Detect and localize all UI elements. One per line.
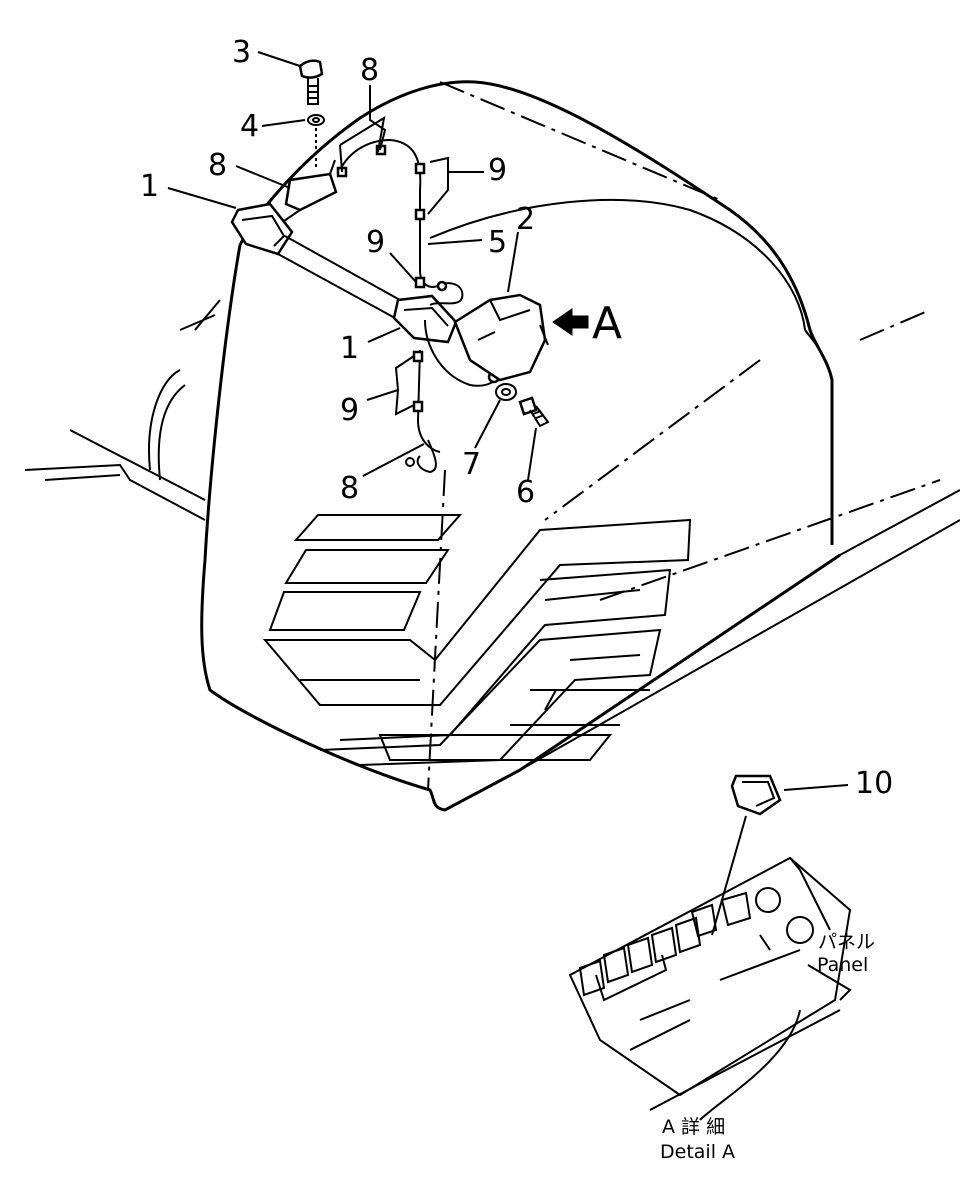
label-part-1-upper: 1 bbox=[140, 169, 159, 204]
rocker-switch-10 bbox=[711, 774, 849, 936]
label-part-8-bottom: 8 bbox=[340, 471, 359, 506]
callout-labels: 3 8 4 8 1 9 2 9 5 A 1 9 7 8 6 10 bbox=[140, 35, 893, 801]
caption-detail-jp: A 詳 細 bbox=[662, 1116, 725, 1138]
captions: パネル Panel A 詳 細 Detail A bbox=[660, 931, 875, 1163]
label-part-2: 2 bbox=[516, 202, 535, 237]
label-part-5: 5 bbox=[488, 225, 507, 260]
label-part-9-top: 9 bbox=[488, 153, 507, 188]
label-part-10: 10 bbox=[855, 766, 893, 801]
stripe-decal bbox=[262, 514, 692, 766]
lamp-bar bbox=[277, 235, 401, 319]
instrument-panel bbox=[568, 856, 852, 1121]
label-part-8-mid: 8 bbox=[208, 148, 227, 183]
label-view-arrow-a: A bbox=[592, 298, 622, 349]
label-part-7: 7 bbox=[462, 447, 481, 482]
lamp-1-lower bbox=[392, 294, 458, 344]
screw-6 bbox=[518, 396, 550, 428]
cab-body bbox=[24, 80, 960, 812]
label-part-3: 3 bbox=[232, 35, 251, 70]
label-part-9-mid: 9 bbox=[366, 225, 385, 260]
label-part-4: 4 bbox=[240, 109, 259, 144]
switch-housing-2 bbox=[453, 293, 549, 382]
washer-7 bbox=[495, 383, 517, 401]
caption-panel-jp: パネル bbox=[818, 931, 875, 953]
caption-panel-en: Panel bbox=[817, 954, 868, 976]
caption-detail-en: Detail A bbox=[660, 1141, 735, 1163]
label-part-6: 6 bbox=[516, 475, 535, 510]
label-part-8-top: 8 bbox=[360, 53, 379, 88]
washer-4 bbox=[307, 114, 325, 126]
label-part-9-bottom: 9 bbox=[340, 393, 359, 428]
bolt-3 bbox=[298, 59, 324, 105]
label-part-1-lower: 1 bbox=[340, 331, 359, 366]
leader-lines bbox=[167, 51, 537, 481]
view-arrow-a bbox=[552, 308, 589, 336]
